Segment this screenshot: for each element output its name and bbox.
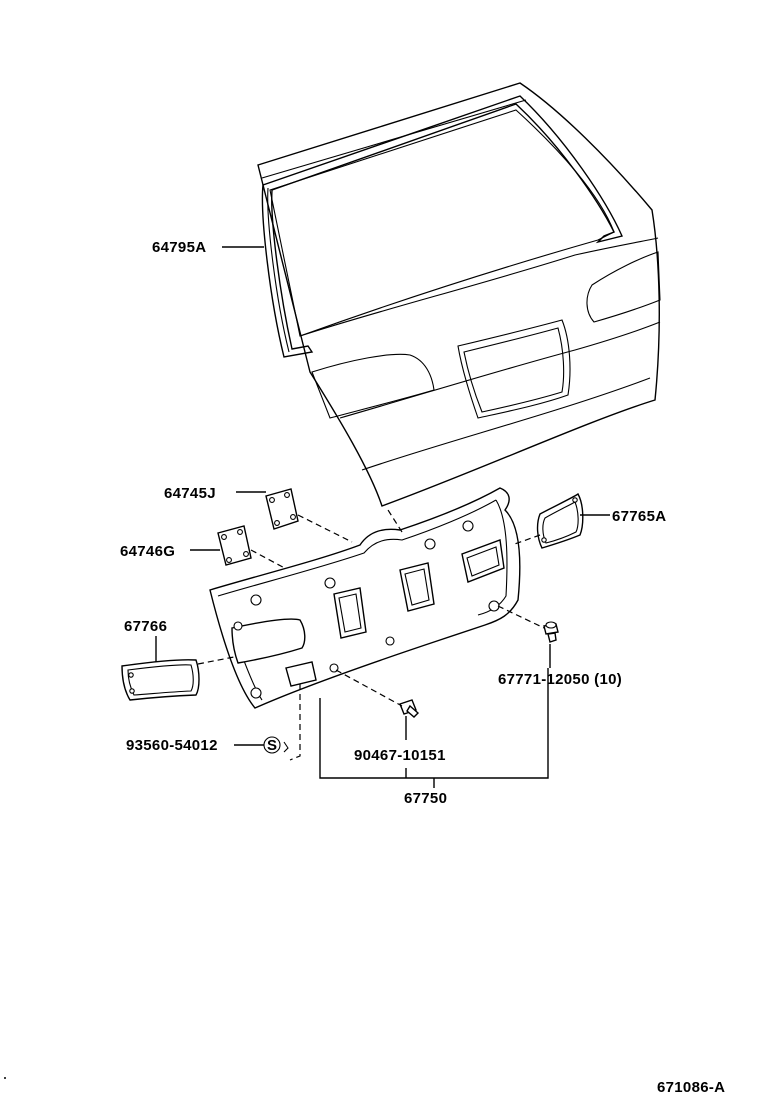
weatherstrip-part: [261, 95, 623, 358]
label-64795A: 64795A: [152, 239, 206, 256]
dashed-line-screw: [289, 684, 301, 761]
figure-id: 671086-A: [657, 1079, 725, 1096]
label-67765A: 67765A: [612, 508, 666, 525]
label-67771: 67771-12050 (10): [498, 671, 622, 688]
label-64746G: 64746G: [120, 543, 175, 560]
clip-part: [543, 621, 559, 643]
dashed-line-64745J: [297, 514, 353, 543]
dashed-line-trim-top: [387, 509, 403, 533]
service-hole-cover-lower: [217, 525, 252, 566]
fastener-part: [399, 699, 420, 718]
trim-board-part: [209, 487, 521, 709]
label-93560: 93560-54012: [126, 737, 218, 754]
dashed-line-clip: [497, 605, 545, 629]
screw-part: S: [263, 736, 289, 754]
dashed-line-64746G: [250, 549, 293, 573]
back-door-panel: [257, 82, 661, 507]
label-67750: 67750: [404, 790, 447, 807]
label-90467: 90467-10151: [354, 747, 446, 764]
label-67766: 67766: [124, 618, 167, 635]
corner-dot: [4, 1077, 6, 1079]
label-64745J: 64745J: [164, 485, 216, 502]
dashed-line-67765A: [511, 534, 541, 546]
dashed-line-fastener: [335, 669, 403, 707]
lamp-cover-right: [536, 492, 584, 549]
dashed-line-67766: [197, 656, 235, 665]
lamp-cover-left: [121, 659, 200, 701]
service-hole-cover-upper: [265, 488, 299, 530]
screw-marker: S: [267, 737, 277, 754]
